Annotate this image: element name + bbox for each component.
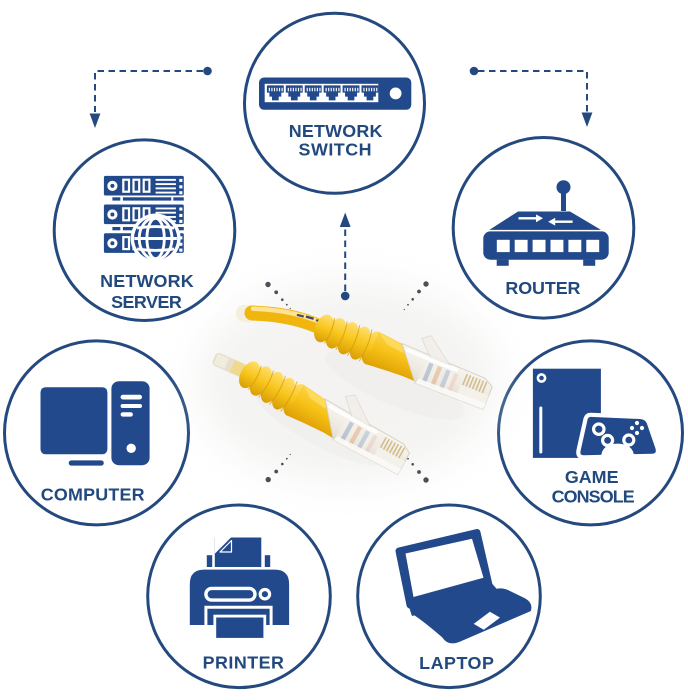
svg-text:GAME: GAME (565, 467, 619, 487)
svg-text:NETWORK: NETWORK (100, 271, 194, 291)
svg-text:CONSOLE: CONSOLE (552, 486, 635, 506)
svg-text:COMPUTER: COMPUTER (41, 485, 145, 505)
svg-text:LAPTOP: LAPTOP (419, 653, 494, 673)
svg-text:NETWORK: NETWORK (289, 121, 383, 141)
svg-text:ROUTER: ROUTER (505, 278, 580, 298)
svg-text:PRINTER: PRINTER (203, 652, 285, 672)
svg-text:SWITCH: SWITCH (299, 139, 373, 159)
svg-text:SERVER: SERVER (111, 292, 182, 312)
